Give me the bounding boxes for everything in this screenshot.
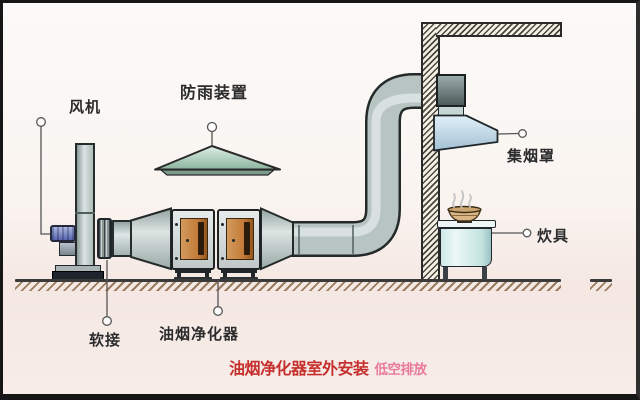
purifier-outlet-taper [260,206,294,271]
ground-line-right [590,279,612,282]
callout-pin-smoke-hood [518,129,527,138]
smoke-hood-label: 集烟罩 [507,147,556,165]
stove-body [440,228,492,267]
purifier-door-2 [226,218,254,260]
smoke-hood-shape [433,114,499,152]
purifier-unit-1 [171,209,215,270]
fan-motor [50,225,76,242]
flexible-connector [97,218,112,259]
purifier-filter-slot-1 [198,222,204,255]
callout-pin-fan [36,117,46,127]
callout-line-fan [40,126,50,235]
fan-housing [59,242,76,256]
purifier-feet-1 [175,270,211,273]
ground-hatch [15,282,561,291]
caption-sub: 低空排放 [374,362,428,378]
purifier-label: 油烟净化器 [159,325,240,343]
wall [421,22,440,282]
soft-connection-label: 软接 [89,331,122,349]
hood-connector [438,106,464,116]
wall-duct-outlet [436,74,466,107]
purifier-rail-1 [174,277,212,280]
inlet-duct [112,220,132,257]
purifier-rail-2 [220,277,258,280]
purifier-unit-2 [217,209,261,270]
callout-pin-purifier [213,306,223,316]
rain-cover-label: 防雨装置 [180,83,249,102]
callout-pin-rain-cover [206,121,218,133]
fan-exhaust-stack [75,143,95,269]
callout-line-smoke-hood [497,132,519,135]
ceiling [436,22,562,37]
steam-icon [452,190,472,209]
stove-top [437,220,496,228]
stove-leg-left [443,267,448,280]
rain-cover-cone [154,145,281,176]
purifier-feet-2 [221,270,257,273]
caption: 油烟净化器室外安装 低空排放 [229,355,427,379]
stove-leg-right [482,267,487,280]
caption-main: 油烟净化器室外安装 [229,359,369,378]
main-duct-path [290,73,435,257]
callout-pin-soft-connection [102,316,112,326]
cookware-label: 炊具 [537,227,570,245]
purifier-filter-slot-2 [244,222,250,255]
purifier-inlet-taper [130,207,172,271]
ground-hatch-right [590,282,612,291]
ground-line [15,279,561,282]
purifier-door-1 [180,218,208,260]
fan-label: 风机 [69,98,102,116]
stack-seam [75,212,95,214]
callout-pin-cookware [522,228,532,238]
